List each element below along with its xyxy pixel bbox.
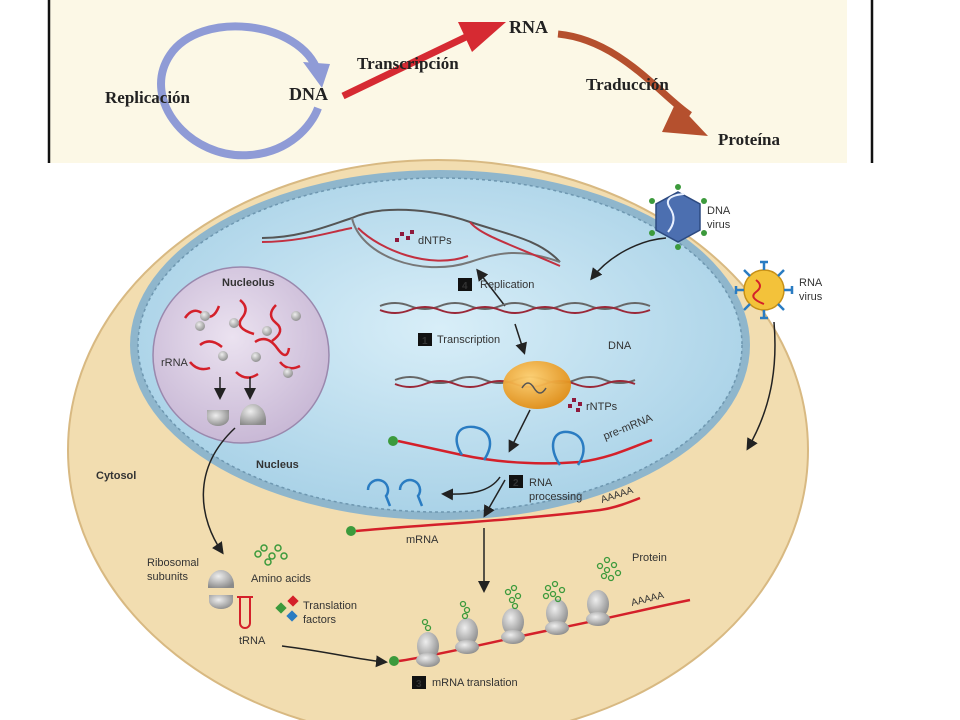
dna-virus-label-1: DNA (707, 205, 731, 217)
replication-loop-arrow (157, 22, 322, 160)
amino-acids-label: Amino acids (251, 573, 311, 585)
translation-factors-label-1: Translation (303, 600, 357, 612)
mrna-label: mRNA (406, 534, 439, 546)
step3-badge (412, 676, 426, 689)
nucleus-label: Nucleus (256, 459, 299, 471)
trna-label: tRNA (239, 635, 266, 647)
step3-label: mRNA translation (432, 677, 518, 689)
translation-factor-green (275, 602, 287, 614)
step4-label: Replication (480, 279, 534, 291)
transcription-arrow (341, 32, 470, 100)
dntps-label: dNTPs (418, 235, 452, 247)
intron-loop-1 (455, 425, 492, 461)
mrna-strand (355, 496, 641, 533)
replication-loop-arrowhead (303, 62, 330, 88)
transcription-arrowhead (458, 22, 506, 52)
excised-intron-1 (366, 478, 392, 507)
step1-label: Transcription (437, 334, 500, 346)
step2-label-line1: RNA (529, 477, 553, 489)
replication-step-arrow (476, 268, 506, 307)
dntps-particles (395, 230, 414, 242)
dna-virus-icon (649, 184, 707, 250)
rntps-particles (568, 398, 582, 412)
trna-icon (237, 596, 253, 629)
excised-introns-arrow (441, 476, 501, 501)
processing-to-mrna-arrow (483, 479, 506, 518)
transcription-label: Transcripción (357, 54, 459, 73)
rna-virus-entry-arrow (746, 321, 776, 451)
dna-helix-upper (379, 302, 651, 314)
rna-virus-label-1: RNA (799, 277, 823, 289)
step2-badge (509, 475, 523, 488)
polysome-ribosomes (416, 590, 610, 667)
step1-badge (418, 333, 432, 346)
translation-label: Traducción (586, 75, 669, 94)
cell-diagram: Nucleolus rRNA Nucleus dNTPs 4 Replicati… (67, 159, 823, 720)
cyto-small-subunit (209, 595, 233, 609)
cyto-large-subunit (208, 570, 234, 588)
step4-number: 4 (462, 281, 468, 292)
nascent-rna (521, 382, 547, 394)
step1-number: 1 (422, 336, 428, 347)
large-subunit (240, 404, 266, 425)
premrna-strand (397, 438, 653, 465)
subunit-export-arrow (202, 427, 236, 555)
step2-label-line2: processing (529, 491, 582, 503)
translation-arrowhead (662, 102, 708, 136)
dogma-background (49, 0, 847, 163)
transcription-step-arrow (514, 323, 527, 355)
step4-badge (458, 278, 472, 291)
translation-factor-red (287, 595, 299, 607)
translation-mrna-cap (389, 656, 399, 666)
rntps-label: rNTPs (586, 401, 618, 413)
translation-factors-label-2: factors (303, 614, 337, 626)
polymerase-to-premrna-arrow (508, 409, 531, 453)
ribosomal-subunits-label-1: Ribosomal (147, 557, 199, 569)
step3-number: 3 (416, 679, 422, 690)
rna-virus-label-2: virus (799, 291, 823, 303)
nucleolus-particles (195, 311, 301, 378)
rna-virus-icon (734, 260, 794, 320)
mrna-cap (346, 526, 356, 536)
rna-label: RNA (509, 17, 548, 37)
dna-label: DNA (289, 84, 328, 104)
step2-number: 2 (513, 478, 519, 489)
replication-dna (261, 208, 561, 269)
nucleolus-label: Nucleolus (222, 277, 275, 289)
rna-polymerase (503, 361, 571, 409)
dna-label-cell: DNA (608, 340, 632, 352)
tRNA-to-translation-arrow (281, 645, 388, 668)
rrna-label: rRNA (161, 357, 189, 369)
rrna-strands (183, 299, 301, 379)
dna-virus-entry-arrow (590, 237, 667, 281)
central-dogma-panel: Replicación DNA Transcripción RNA Traduc… (47, 0, 874, 163)
cytosol-label: Cytosol (96, 470, 136, 482)
nascent-peptides (421, 556, 622, 632)
amino-acids (254, 544, 288, 566)
ribosomal-subunits-label-2: subunits (147, 571, 188, 583)
intron-loop-2 (551, 430, 585, 466)
premrna-cap (388, 436, 398, 446)
protein-label: Proteína (718, 130, 781, 149)
protein-label-cell: Protein (632, 552, 667, 564)
dna-virus-label-2: virus (707, 219, 731, 231)
replication-label: Replicación (105, 88, 191, 107)
translation-factor-blue (286, 610, 298, 622)
small-subunit (207, 410, 229, 426)
excised-intron-2 (398, 478, 424, 507)
